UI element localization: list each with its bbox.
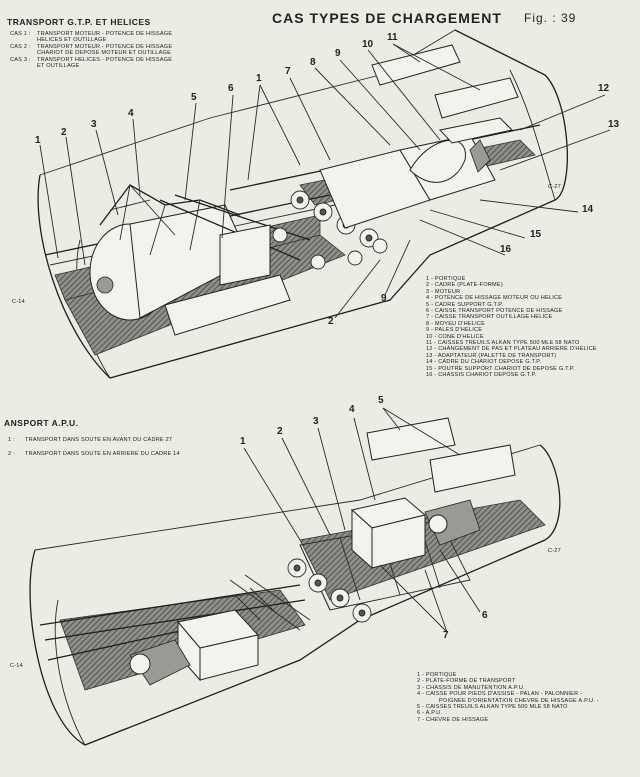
legend-item: POIGNEE D'ORIENTATION CHEVRE DE HISSAGE … [439, 697, 599, 704]
legend-item: 15 - POUTRE SUPPORT CHARIOT DE DEPOSE G.… [426, 365, 575, 372]
callout-top-8: 8 [310, 57, 316, 68]
section1-legend: 1 - PORTIQUE 2 - CADRE (PLATE-FORME) 3 -… [426, 276, 597, 379]
section1-cases: CAS 1 : TRANSPORT MOTEUR - POTENCE DE HI… [10, 31, 250, 69]
callout-top-9: 9 [335, 48, 341, 59]
callout-top-6: 6 [228, 83, 234, 94]
bottom-leader-lines [243, 407, 481, 633]
callout-top-1: 1 [35, 135, 41, 146]
legend-item: 4 - CAISSE POUR PIEDS D'ASSISE - PALAN -… [417, 691, 583, 698]
legend-item: 6 - A.P.U. [417, 710, 443, 717]
callout-top-15: 15 [530, 229, 542, 240]
legend-item: 3 - CHASSIS DE MANUTENTION A.P.U. [417, 684, 525, 691]
section2-cases: 1 : TRANSPORT DANS SOUTE EN AVANT DU CAD… [8, 437, 248, 458]
legend-item: 5 - CADRE SUPPORT G.T.P. [426, 301, 504, 308]
legend-item: 3 - MOTEUR [426, 288, 461, 295]
section1-title: TRANSPORT G.T.P. ET HELICES [7, 17, 151, 27]
callout-top-5: 5 [191, 92, 197, 103]
callout-top-2: 2 [61, 127, 67, 138]
frame-label-c27-top: C-27 [548, 184, 561, 190]
top-fuselage-drawing [37, 29, 568, 379]
legend-item: 13 - ADAPTATEUR (PALETTE DE TRANSPORT) [426, 352, 557, 359]
callout-top-1b: 1 [256, 73, 262, 84]
callout-top-16: 16 [500, 244, 512, 255]
section2-title: ANSPORT A.P.U. [4, 418, 79, 428]
apu-case-2: 2 : TRANSPORT DANS SOUTE EN ARRIERE DU C… [8, 451, 180, 458]
page-title: CAS TYPES DE CHARGEMENT [272, 10, 502, 26]
frame-label-c27-bottom: C-27 [548, 548, 561, 554]
frame-label-c14-bottom: C-14 [10, 663, 23, 669]
legend-item: 16 - CHASSIS CHARIOT DEPOSE G.T.P. [426, 372, 537, 379]
legend-item: 1 - PORTIQUE [426, 276, 466, 282]
callout-top-10: 10 [362, 39, 374, 50]
callout-top-11: 11 [387, 32, 398, 43]
frame-label-c14-top: C-14 [12, 299, 25, 305]
callout-top-3: 3 [91, 119, 97, 130]
callout-bottom-4: 4 [349, 404, 355, 415]
legend-item: 14 - CADRE DU CHARIOT DEPOSE G.T.P. [426, 359, 542, 366]
case-2: CAS 2 : TRANSPORT MOTEUR - POTENCE DE HI… [10, 43, 173, 57]
apu-case-1: 1 : TRANSPORT DANS SOUTE EN AVANT DU CAD… [8, 437, 173, 443]
callout-bottom-1: 1 [240, 436, 246, 447]
callout-bottom-5: 5 [378, 395, 384, 406]
case-1: CAS 1 : TRANSPORT MOTEUR - POTENCE DE HI… [10, 31, 173, 44]
legend-item: 8 - MOYEU D'HELICE [426, 320, 486, 327]
callout-top-7: 7 [285, 66, 291, 77]
legend-item: 10 - CONE D'HELICE [426, 333, 484, 340]
top-leader-lines [39, 43, 611, 319]
legend-item: 7 - CAISSE TRANSPORT OUTILLAGE HELICE [426, 314, 553, 321]
callout-top-13: 13 [608, 119, 620, 130]
callout-top-9b: 9 [381, 293, 387, 304]
callout-top-2b: 2 [328, 316, 334, 327]
legend-item: 6 - CAISSE TRANSPORT POTENCE DE HISSAGE [426, 308, 563, 315]
figure-label: Fig. : 39 [524, 11, 577, 25]
callout-top-12: 12 [598, 83, 610, 94]
callout-bottom-6: 6 [482, 610, 488, 621]
callout-bottom-3: 3 [313, 416, 319, 427]
legend-item: 7 - CHEVRE DE HISSAGE [417, 716, 489, 723]
legend-item: 5 - CAISSES TREUILS ALKAN TYPE 500 Mle 5… [417, 704, 568, 711]
section2-legend: 1 - PORTIQUE 2 - PLATE-FORME DE TRANSPOR… [417, 672, 599, 723]
legend-item: 9 - PALES D'HELICE [426, 327, 483, 334]
callout-top-4: 4 [128, 108, 134, 119]
legend-item: 12 - CHANGEMENT DE PAS ET PLATEAU ARRIER… [426, 346, 597, 353]
legend-item: 11 - CAISSES TREUILS ALKAN TYPE 500 Mle … [426, 340, 580, 347]
callout-top-14: 14 [582, 204, 594, 215]
callout-bottom-7: 7 [443, 630, 449, 641]
bottom-fuselage-drawing [29, 417, 561, 746]
legend-item: 2 - CADRE (PLATE-FORME) [426, 282, 503, 289]
case-3: CAS 3 : TRANSPORT HELICES - POTENCE DE H… [10, 56, 173, 70]
legend-item: 4 - POTENCE DE HISSAGE MOTEUR OU HELICE [426, 295, 563, 302]
legend-item: 2 - PLATE-FORME DE TRANSPORT [417, 678, 516, 685]
legend-item: 1 - PORTIQUE [417, 672, 457, 678]
callout-bottom-2: 2 [277, 426, 283, 437]
